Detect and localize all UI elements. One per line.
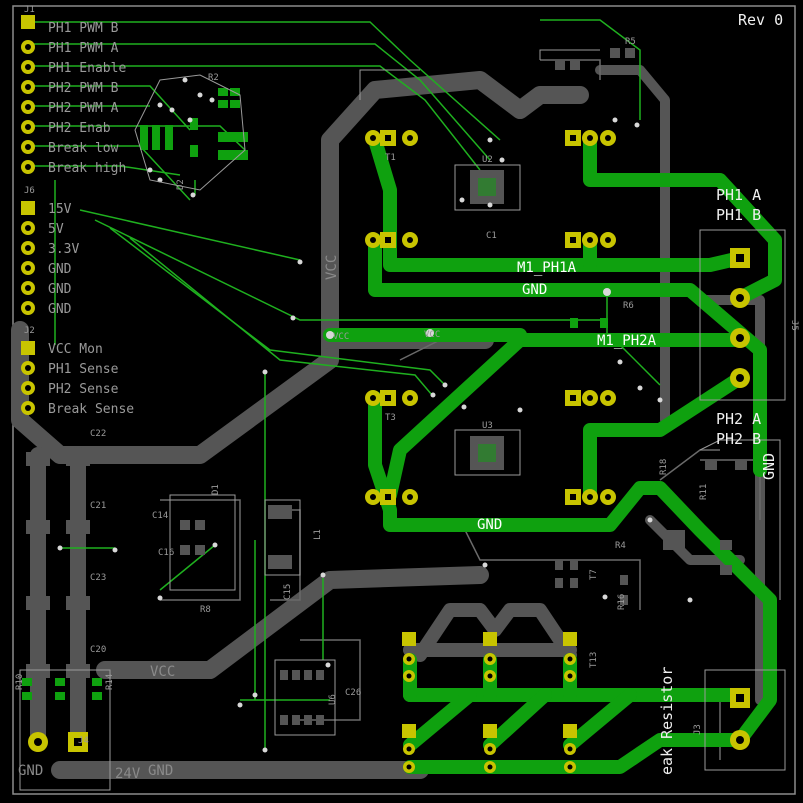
- right-ph2-b: PH2 B: [716, 430, 761, 448]
- gray-trace-bottom-vcc: [96, 566, 489, 679]
- vias: [57, 77, 693, 753]
- j1-pin-2: PH1 PWM A: [48, 41, 119, 56]
- refdes-r2: R2: [208, 73, 219, 83]
- j1-pin-4: PH2 PWM B: [48, 81, 119, 96]
- j1-pin-1: PH1 PWM B: [48, 21, 119, 36]
- trace-m1-ph2a: [383, 333, 747, 502]
- refdes-c14: C14: [152, 511, 168, 521]
- refdes-t13: T13: [589, 652, 599, 668]
- j2-pin-1: VCC Mon: [48, 342, 103, 357]
- j6-pin-2: 5V: [48, 222, 64, 237]
- j6-pin-3: 3.3V: [48, 242, 79, 257]
- refdes-d1: D1: [211, 484, 221, 495]
- refdes-c26: C26: [345, 688, 361, 698]
- gray-trace-vcc-top: [321, 71, 589, 339]
- vcc-node-a-label: VCC: [333, 332, 349, 342]
- refdes-d2: D2: [176, 179, 186, 190]
- refdes-r18: R18: [659, 459, 669, 475]
- j1-pin-3: PH1 Enable: [48, 61, 126, 76]
- refdes-r6: R6: [623, 301, 634, 311]
- j1-ref: J1: [24, 5, 35, 15]
- refdes-c20: C20: [90, 645, 106, 655]
- top-copper-layer: [323, 133, 782, 774]
- right-ph1-a: PH1 A: [716, 186, 761, 204]
- refdes-t3: T3: [385, 413, 396, 423]
- ic-u3: [470, 436, 504, 470]
- j2-ref: J2: [24, 326, 35, 336]
- j6-pin-4: GND: [48, 262, 72, 277]
- j1-pin-6: PH2 Enab: [48, 121, 111, 136]
- j1-pin-7: Break low: [48, 141, 119, 156]
- silkscreen-outlines: [19, 49, 786, 791]
- j4-label-gnd: GND: [18, 763, 43, 779]
- refdes-c21: C21: [90, 501, 106, 511]
- refdes-l1: L1: [313, 529, 323, 540]
- refdes-c16: C16: [158, 548, 174, 558]
- top-smd-pads: [22, 88, 608, 700]
- refdes-r8: R8: [200, 605, 211, 615]
- refdes-r11: R11: [699, 484, 709, 500]
- trace-bottom-bus-2: [403, 733, 747, 774]
- refdes-c22: C22: [90, 429, 106, 439]
- refdes-r5: R5: [625, 37, 636, 47]
- j2-pin-3: PH2 Sense: [48, 382, 119, 397]
- top-signal-traces: [28, 19, 661, 750]
- refdes-u6: U6: [328, 694, 338, 705]
- j5-ref: J5: [789, 320, 799, 331]
- refdes-u3: U3: [482, 421, 493, 431]
- refdes-r16: R16: [617, 594, 627, 610]
- net-m1-ph1a: M1_PH1A: [517, 260, 577, 276]
- j4-label-24v: 24V: [115, 766, 141, 782]
- refdes-c15: C15: [283, 584, 293, 600]
- refdes-t7: T7: [589, 569, 599, 580]
- right-ph1-b: PH1 B: [716, 206, 761, 224]
- pad-j1-1: [21, 15, 35, 29]
- j4-ref: J4: [78, 736, 89, 746]
- j1-pin-5: PH2 PWM A: [48, 101, 119, 116]
- trace-bottom-diag-1: [403, 688, 477, 752]
- refdes-u2: U2: [482, 155, 493, 165]
- j6-pin-5: GND: [48, 282, 72, 297]
- vcc-node-b-label: VCC: [424, 330, 440, 340]
- net-vcc-vertical: VCC: [324, 255, 340, 280]
- refdes-c1: C1: [486, 231, 497, 241]
- j6-pin-6: GND: [48, 302, 72, 317]
- net-gnd-bottom: GND: [148, 763, 173, 779]
- refdes-c23: C23: [90, 573, 106, 583]
- refdes-r14: R14: [105, 674, 115, 690]
- refdes-r4: R4: [615, 541, 626, 551]
- trace-bottom-diag-3: [563, 688, 637, 752]
- refdes-t1: T1: [385, 153, 396, 163]
- trace-gnd-top: [368, 233, 767, 477]
- net-gnd-top: GND: [522, 282, 547, 298]
- trace-ph1b: [583, 133, 782, 305]
- gray-trace-right: [695, 295, 765, 705]
- net-break-resistor: eak Resistor: [658, 667, 676, 775]
- right-ph2-a: PH2 A: [716, 410, 761, 428]
- labels: Rev 0 J1 PH1 PWM B PH1 PWM A PH1 Enable …: [15, 5, 799, 782]
- net-vcc-bottom: VCC: [150, 664, 175, 680]
- tht-pads: [21, 15, 750, 773]
- gray-trace-vcc-left: [11, 321, 339, 464]
- net-m1-ph2a: M1_PH2A: [597, 333, 657, 349]
- ic-u2: [470, 170, 504, 204]
- trace-ph2b: [583, 371, 747, 502]
- j6-pin-1: 15V: [48, 202, 72, 217]
- j6-ref: J6: [24, 186, 35, 196]
- j2-pin-2: PH1 Sense: [48, 362, 119, 377]
- gray-trace-loop: [413, 603, 577, 662]
- refdes-r10: R10: [15, 674, 25, 690]
- j2-pin-4: Break Sense: [48, 402, 134, 417]
- net-gnd-mid: GND: [477, 517, 502, 533]
- right-gnd-vertical: GND: [760, 453, 778, 480]
- j3-ref: J3: [693, 724, 703, 735]
- trace-m1-ph1a: [368, 133, 747, 272]
- trace-bottom-diag-2: [483, 688, 552, 752]
- rev-label: Rev 0: [738, 11, 783, 29]
- bottom-smd-pads: [26, 48, 747, 725]
- j1-pin-8: Break high: [48, 161, 126, 176]
